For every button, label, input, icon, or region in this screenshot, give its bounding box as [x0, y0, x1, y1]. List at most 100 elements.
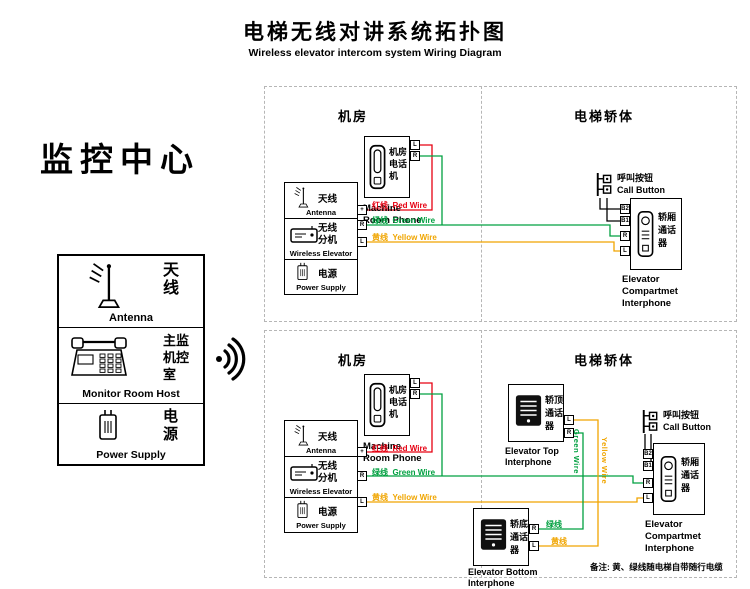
machine-room-phone-label-zh-bottom: 机房 电话 机: [389, 385, 408, 420]
elevator-car-label-top: 电梯轿体: [574, 109, 635, 124]
machine-room-label-bottom: 机房: [338, 353, 369, 368]
elevator-top-interphone-zh: 轿顶 通话 器: [545, 395, 564, 432]
station-power-row-bottom: 电源 Power Supply: [285, 498, 357, 531]
station-power-en: Power Supply: [296, 283, 346, 292]
terminal-bottom-itp-l: L: [529, 541, 539, 551]
machine-room-phone-box-bottom: 机房 电话 机: [364, 374, 410, 436]
antenna-icon: [292, 423, 313, 447]
monitor-center-heading: 监控中心: [40, 141, 200, 178]
monitor-power-label-zh: 电 源: [163, 408, 179, 443]
station-power-en-bottom: Power Supply: [296, 521, 346, 530]
station-antenna-zh: 天线: [318, 194, 338, 205]
monitor-host-label-zh: 主监 机控 室: [163, 333, 190, 382]
frame-top: [264, 86, 737, 322]
power-supply-icon: [95, 409, 121, 441]
page-title-en: Wireless elevator intercom system Wiring…: [248, 47, 502, 59]
station-antenna-row: 天线 Antenna: [285, 183, 357, 219]
compartment-interphone-en-top: Elevator Compartmet Interphone: [622, 274, 678, 309]
frame-bottom-divider: [481, 330, 482, 578]
machine-room-label-top: 机房: [338, 109, 369, 124]
antenna-icon: [83, 260, 131, 310]
terminal-itp-r-bottom: R: [643, 478, 653, 488]
station-power-row: 电源 Power Supply: [285, 260, 357, 293]
terminal-phone-l: L: [410, 140, 420, 150]
machine-room-phone-label-zh: 机房 电话 机: [389, 147, 408, 182]
terminal-phone-r-bottom: R: [410, 389, 420, 399]
monitor-power-label-en: Power Supply: [96, 449, 166, 461]
terminal-phone-r: R: [410, 151, 420, 161]
wireless-signal-icon: [212, 336, 258, 382]
speaker-icon: [515, 394, 542, 427]
terminal-itp-l-bottom: L: [643, 493, 653, 503]
yellow-wire-vertical-label: Yellow Wire: [600, 437, 609, 485]
elevator-car-label-bottom: 电梯轿体: [574, 353, 635, 368]
station-power-zh-bottom: 电源: [318, 507, 338, 518]
antenna-icon: [292, 185, 313, 209]
wireless-station-box: 天线 Antenna 无线 分机 Wireless Elevator 电源 Po…: [284, 182, 358, 295]
red-wire-label-top: 红线 Red Wire: [372, 201, 428, 210]
terminal-station-plus-bottom: +: [357, 447, 367, 457]
compartment-interphone-box-top: 轿厢 通话 器: [630, 198, 682, 270]
compartment-interphone-zh-bottom: 轿厢 通话 器: [681, 457, 700, 494]
wireless-unit-icon: [290, 225, 318, 243]
terminal-station-l-bottom: L: [357, 497, 367, 507]
station-antenna-en: Antenna: [306, 208, 336, 217]
compartment-interphone-zh: 轿厢 通话 器: [658, 212, 677, 249]
yellow-wire-label-top: 黄线 Yellow Wire: [372, 233, 437, 242]
terminal-phone-l-bottom: L: [410, 378, 420, 388]
compartment-interphone-en-bottom: Elevator Compartmet Interphone: [645, 519, 701, 554]
green-wire-label-top: 绿线 Green Wire: [372, 216, 436, 225]
station-wireless-row-bottom: 无线 分机 Wireless Elevator: [285, 457, 357, 498]
station-antenna-row-bottom: 天线 Antenna: [285, 421, 357, 457]
station-wireless-zh-bottom: 无线 分机: [318, 461, 338, 485]
power-supply-icon: [295, 262, 310, 281]
call-button-label-top: 呼叫按钮 Call Button: [617, 173, 665, 196]
speaker-icon: [480, 518, 507, 551]
monitor-host-label-en: Monitor Room Host: [82, 388, 180, 400]
red-wire-label-bottom: 红线 Red Wire: [372, 444, 428, 453]
station-antenna-zh-bottom: 天线: [318, 432, 338, 443]
call-button-label-bottom: 呼叫按钮 Call Button: [663, 410, 711, 433]
elevator-top-interphone-en: Elevator Top Interphone: [505, 446, 559, 468]
monitor-antenna-row: 天 线 Antenna: [59, 256, 203, 328]
terminal-top-itp-r: R: [564, 428, 574, 438]
wall-phone-icon: [369, 382, 386, 428]
elevator-top-interphone-box: 轿顶 通话 器: [508, 384, 564, 442]
frame-top-divider: [481, 86, 482, 322]
station-wireless-en: Wireless Elevator: [289, 249, 353, 258]
terminal-itp-b1-bottom: B1: [643, 461, 653, 471]
yellow-wire-label-bottom: 黄线 Yellow Wire: [372, 493, 437, 502]
terminal-itp-b2-bottom: B2: [643, 449, 653, 459]
terminal-station-r-bottom: R: [357, 471, 367, 481]
station-power-zh: 电源: [318, 269, 338, 280]
terminal-itp-r: R: [620, 231, 630, 241]
terminal-top-itp-l: L: [564, 415, 574, 425]
terminal-station-plus: +: [357, 205, 367, 215]
terminal-station-l: L: [357, 237, 367, 247]
page-title-zh: 电梯无线对讲系统拓扑图: [243, 21, 507, 44]
terminal-bottom-itp-r: R: [529, 524, 539, 534]
desk-phone-icon: [67, 336, 131, 378]
green-wire-label-bottom: 绿线 Green Wire: [372, 468, 436, 477]
green-wire-vertical-label: Green Wire: [572, 429, 581, 474]
wall-phone-icon: [369, 144, 386, 190]
monitor-antenna-label-zh: 天 线: [163, 262, 180, 298]
station-wireless-en-bottom: Wireless Elevator: [289, 487, 353, 496]
machine-room-phone-box: 机房 电话 机: [364, 136, 410, 198]
terminal-itp-l: L: [620, 246, 630, 256]
monitor-power-row: 电 源 Power Supply: [59, 404, 203, 464]
monitor-antenna-label-en: Antenna: [109, 312, 153, 324]
frame-bottom: [264, 330, 737, 578]
bottom-yellow-wire-label: 黄线: [551, 537, 567, 546]
station-wireless-row: 无线 分机 Wireless Elevator: [285, 219, 357, 260]
interphone-icon: [660, 454, 677, 504]
compartment-interphone-box-bottom: 轿厢 通话 器: [653, 443, 705, 515]
power-supply-icon: [295, 500, 310, 519]
bottom-green-wire-label: 绿线: [546, 520, 562, 529]
footnote: 备注: 黄、绿线随电梯自带随行电缆: [590, 562, 723, 572]
call-button-icon: [592, 171, 615, 198]
terminal-itp-b2: B2: [620, 204, 630, 214]
elevator-bottom-interphone-zh: 轿底 通话 器: [510, 519, 529, 556]
wireless-station-box-bottom: 天线 Antenna 无线 分机 Wireless Elevator 电源 Po…: [284, 420, 358, 533]
